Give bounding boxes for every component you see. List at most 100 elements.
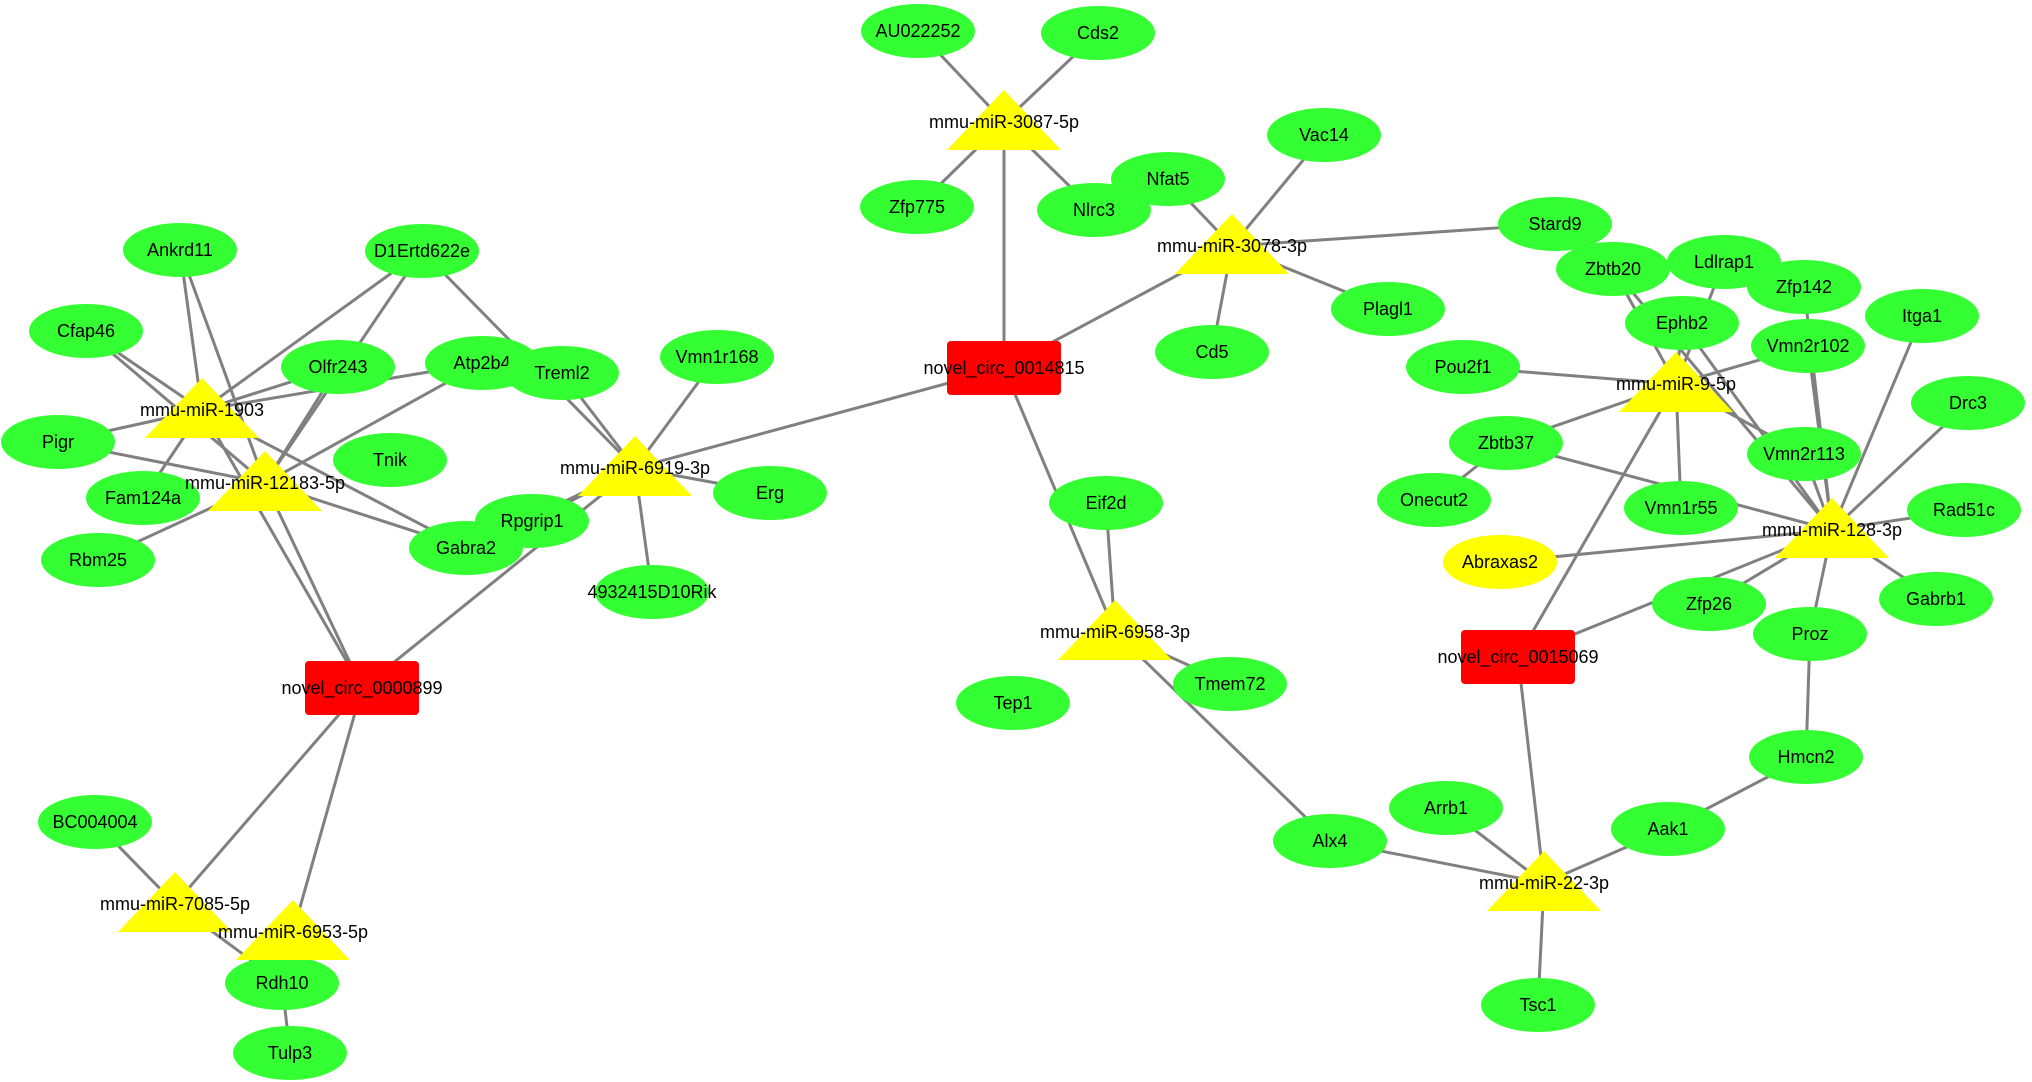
node-label: Alx4: [1312, 831, 1347, 851]
node-label: Gabra2: [436, 538, 496, 558]
node-label: mmu-miR-3078-3p: [1157, 236, 1307, 256]
node-Stard9: Stard9: [1498, 197, 1612, 251]
gene-ellipse: [1749, 730, 1863, 784]
gene-ellipse: [1747, 427, 1861, 481]
gene-ellipse: [1155, 325, 1269, 379]
node-label: Nlrc3: [1073, 200, 1115, 220]
node-label: Vmn1r168: [675, 347, 758, 367]
gene-ellipse: [1273, 814, 1387, 868]
node-label: Ephb2: [1656, 313, 1708, 333]
node-label: Cfap46: [57, 321, 115, 341]
gene-ellipse: [281, 340, 395, 394]
node-Tep1: Tep1: [956, 676, 1070, 730]
gene-ellipse: [1111, 152, 1225, 206]
edge-m12183-c1: [263, 482, 364, 689]
node-Pigr: Pigr: [1, 415, 115, 469]
gene-ellipse: [29, 304, 143, 358]
node-label: mmu-miR-3087-5p: [929, 112, 1079, 132]
mirna-triangle: [236, 900, 350, 960]
mirna-triangle: [1775, 498, 1889, 558]
node-m6953: mmu-miR-6953-5p: [218, 900, 368, 960]
edge-m6958-Alx4: [1113, 630, 1332, 843]
node-label: Tnik: [373, 450, 408, 470]
node-Vmn2r102: Vmn2r102: [1751, 319, 1865, 373]
node-label: mmu-miR-128-3p: [1762, 520, 1902, 540]
node-label: Zfp26: [1686, 594, 1732, 614]
gene-ellipse: [1173, 657, 1287, 711]
gene-ellipse: [333, 433, 447, 487]
node-label: Vmn2r113: [1763, 444, 1845, 464]
gene-ellipse: [1865, 289, 1979, 343]
node-Rpgrip1: Rpgrip1: [475, 494, 589, 548]
node-label: Plagl1: [1363, 299, 1413, 319]
gene-ellipse: [1331, 282, 1445, 336]
node-label: Zbtb20: [1585, 259, 1641, 279]
node-m128: mmu-miR-128-3p: [1762, 498, 1902, 558]
node-label: Hmcn2: [1777, 747, 1834, 767]
edge-m6953-c1: [291, 687, 364, 933]
node-label: Itga1: [1902, 306, 1942, 326]
node-Fam124a: Fam124a: [86, 471, 200, 525]
edge-m7085-c1: [173, 687, 364, 905]
gene-ellipse: [1652, 577, 1766, 631]
node-Nlrc3: Nlrc3: [1037, 183, 1151, 237]
gene-ellipse: [956, 676, 1070, 730]
gene-ellipse: [1747, 260, 1861, 314]
gene-ellipse: [1625, 296, 1739, 350]
node-label: Rpgrip1: [500, 511, 563, 531]
node-label: Vmn1r55: [1644, 498, 1717, 518]
gene-ellipse: [123, 223, 237, 277]
node-Alx4: Alx4: [1273, 814, 1387, 868]
node-Aak1: Aak1: [1611, 802, 1725, 856]
gene-ellipse: [1879, 572, 1993, 626]
edge-m128-Ephb2: [1680, 322, 1834, 531]
node-label: mmu-miR-1903: [140, 400, 264, 420]
node-Eif2d: Eif2d: [1049, 476, 1163, 530]
gene-ellipse: [1611, 802, 1725, 856]
node-label: Cd5: [1195, 342, 1228, 362]
node-label: D1Ertd622e: [374, 241, 470, 261]
gene-ellipse: [861, 4, 975, 58]
node-Rad51c: Rad51c: [1907, 483, 2021, 537]
node-c3: novel_circ_0015069: [1437, 630, 1599, 684]
node-Zbtb20: Zbtb20: [1556, 242, 1670, 296]
gene-ellipse: [41, 533, 155, 587]
node-Itga1: Itga1: [1865, 289, 1979, 343]
node-label: Proz: [1791, 624, 1828, 644]
node-Pou2f1: Pou2f1: [1406, 340, 1520, 394]
node-Drc3: Drc3: [1911, 376, 2025, 430]
gene-ellipse: [1907, 483, 2021, 537]
edge-m22-c3: [1516, 656, 1546, 884]
gene-ellipse: [86, 471, 200, 525]
gene-ellipse: [1556, 242, 1670, 296]
gene-ellipse: [660, 330, 774, 384]
edge-m1903-D1Ertd622e: [201, 249, 423, 412]
node-c2: novel_circ_0014815: [923, 341, 1085, 395]
node-Cds2: Cds2: [1041, 6, 1155, 60]
node-m7085: mmu-miR-7085-5p: [100, 872, 250, 932]
node-label: mmu-miR-22-3p: [1479, 873, 1609, 893]
node-label: Abraxas2: [1462, 552, 1538, 572]
node-label: Rbm25: [69, 550, 127, 570]
edge-m9-c3: [1516, 383, 1678, 658]
node-label: mmu-miR-6953-5p: [218, 922, 368, 942]
gene-ellipse: [713, 466, 827, 520]
node-Hmcn2: Hmcn2: [1749, 730, 1863, 784]
gene-ellipse: [1449, 416, 1563, 470]
node-m9: mmu-miR-9-5p: [1616, 352, 1736, 412]
node-label: Pou2f1: [1434, 357, 1491, 377]
edge-m1903-c1: [200, 409, 364, 689]
gene-ellipse: [860, 180, 974, 234]
mirna-triangle: [578, 436, 692, 496]
node-Rbm25: Rbm25: [41, 533, 155, 587]
node-label: BC004004: [52, 812, 137, 832]
node-c1: novel_circ_0000899: [281, 661, 443, 715]
node-label: Olfr243: [308, 357, 367, 377]
node-label: Fam124a: [105, 488, 182, 508]
gene-ellipse: [233, 1026, 347, 1080]
node-label: Rad51c: [1933, 500, 1995, 520]
node-label: 4932415D10Rik: [587, 582, 717, 602]
node-Zfp142: Zfp142: [1747, 260, 1861, 314]
gene-ellipse: [1037, 183, 1151, 237]
